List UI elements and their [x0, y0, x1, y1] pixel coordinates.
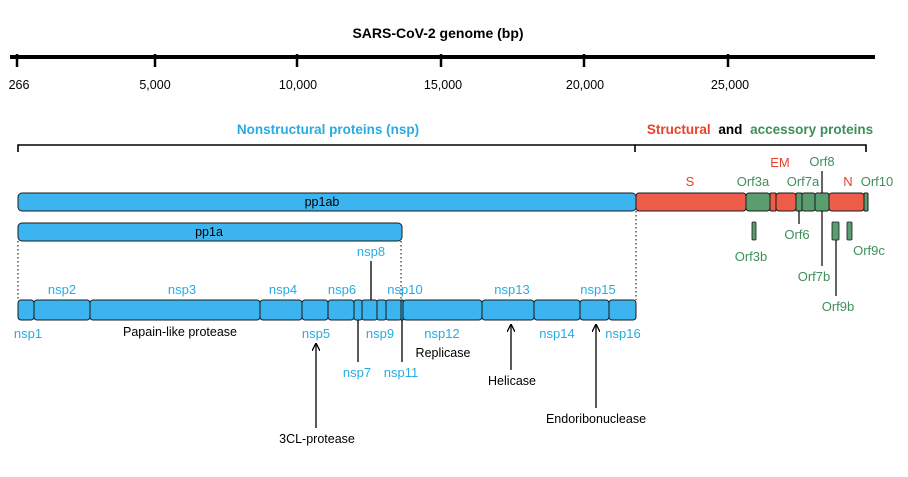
3cl-protease-label: 3CL-protease [279, 432, 355, 446]
nsp9-segment [376, 299, 387, 321]
nsp-section-header: Nonstructural proteins (nsp) [237, 122, 419, 137]
nsp16-label: nsp16 [605, 326, 640, 341]
nsp5-segment [301, 299, 329, 321]
nsp15-segment [579, 299, 610, 321]
orf9b-bar [831, 221, 840, 241]
axis-tick-label: 15,000 [424, 78, 462, 92]
nsp2-segment [33, 299, 91, 321]
axis-tick-label: 10,000 [279, 78, 317, 92]
endoribonuclease-label: Endoribonuclease [546, 412, 646, 426]
nsp4-label: nsp4 [269, 282, 297, 297]
nsp9-label: nsp9 [366, 326, 394, 341]
orf10-label: Orf10 [861, 174, 894, 189]
pp1a-bar [17, 222, 403, 242]
genome-axis: 266 5,000 10,000 15,000 20,000 25,000 [9, 54, 875, 92]
orf8-bar [814, 192, 830, 212]
nsp10-label: nsp10 [387, 282, 422, 297]
membrane-protein-bar [775, 192, 797, 212]
orf8-label: Orf8 [809, 154, 834, 169]
nucleocapsid-protein-bar [828, 192, 865, 212]
nsp11-label: nsp11 [384, 365, 418, 380]
nsp14-label: nsp14 [539, 326, 574, 341]
nsp8-label: nsp8 [357, 244, 385, 259]
orf6-bar [795, 192, 803, 212]
axis-tick-label: 25,000 [711, 78, 749, 92]
nsp1-label: nsp1 [14, 326, 42, 341]
nsp13-segment [481, 299, 535, 321]
structural-word: Structural [647, 122, 711, 137]
spike-label: S [686, 174, 695, 189]
nsp7-segment [353, 299, 363, 321]
accessory-leader-lines [798, 171, 837, 296]
orf7b-label: Orf7b [798, 269, 831, 284]
envelope-protein-bar [769, 192, 777, 212]
orf3a-label: Orf3a [737, 174, 770, 189]
helicase-label: Helicase [488, 374, 536, 388]
dotted-guides [17, 211, 637, 300]
orf3a-bar [745, 192, 771, 212]
orf9b-label: Orf9b [822, 299, 855, 314]
pp1ab-label: pp1ab [305, 195, 340, 209]
nsp14-segment [533, 299, 581, 321]
nsp6-label: nsp6 [328, 282, 356, 297]
orf10-bar [863, 192, 869, 212]
nsp-segments [17, 299, 637, 321]
orf9c-label: Orf9c [853, 243, 885, 258]
orf9c-bar [846, 221, 853, 241]
axis-tick-label: 20,000 [566, 78, 604, 92]
em-label: EM [770, 155, 790, 170]
nsp2-label: nsp2 [48, 282, 76, 297]
accessory-word: accessory proteins [750, 122, 873, 137]
replicase-label: Replicase [416, 346, 471, 360]
orf3b-label: Orf3b [735, 249, 768, 264]
structural-bar [635, 192, 869, 212]
spike-protein-bar [635, 192, 747, 212]
pp1a-label: pp1a [195, 225, 223, 239]
nsp12-segment [402, 299, 483, 321]
nsp3-label: nsp3 [168, 282, 196, 297]
nsp8-segment [361, 299, 378, 321]
section-brackets [17, 144, 867, 152]
axis-tick-label: 266 [9, 78, 30, 92]
nsp15-label: nsp15 [580, 282, 615, 297]
papain-like-protease-label: Papain-like protease [123, 325, 237, 339]
nsp10-segment [385, 299, 402, 321]
orf3b-bar [751, 221, 757, 241]
function-arrows [316, 325, 596, 428]
nsp1-segment [17, 299, 35, 321]
nsp6-segment [327, 299, 355, 321]
orf7a-bar [801, 192, 816, 212]
nsp13-label: nsp13 [494, 282, 529, 297]
nsp7-label: nsp7 [343, 365, 371, 380]
nsp5-label: nsp5 [302, 326, 330, 341]
nsp12-label: nsp12 [424, 326, 459, 341]
nucleocapsid-label: N [843, 174, 852, 189]
nsp3-segment [89, 299, 261, 321]
structural-accessory-header: Structural and accessory proteins [647, 122, 873, 137]
nsp4-segment [259, 299, 303, 321]
orf6-label: Orf6 [784, 227, 809, 242]
and-word: and [718, 122, 742, 137]
axis-tick-label: 5,000 [139, 78, 170, 92]
diagram-title: SARS-CoV-2 genome (bp) [352, 25, 523, 41]
nsp-leader-lines [357, 261, 403, 362]
nsp16-segment [608, 299, 637, 321]
orf7a-label: Orf7a [787, 174, 820, 189]
